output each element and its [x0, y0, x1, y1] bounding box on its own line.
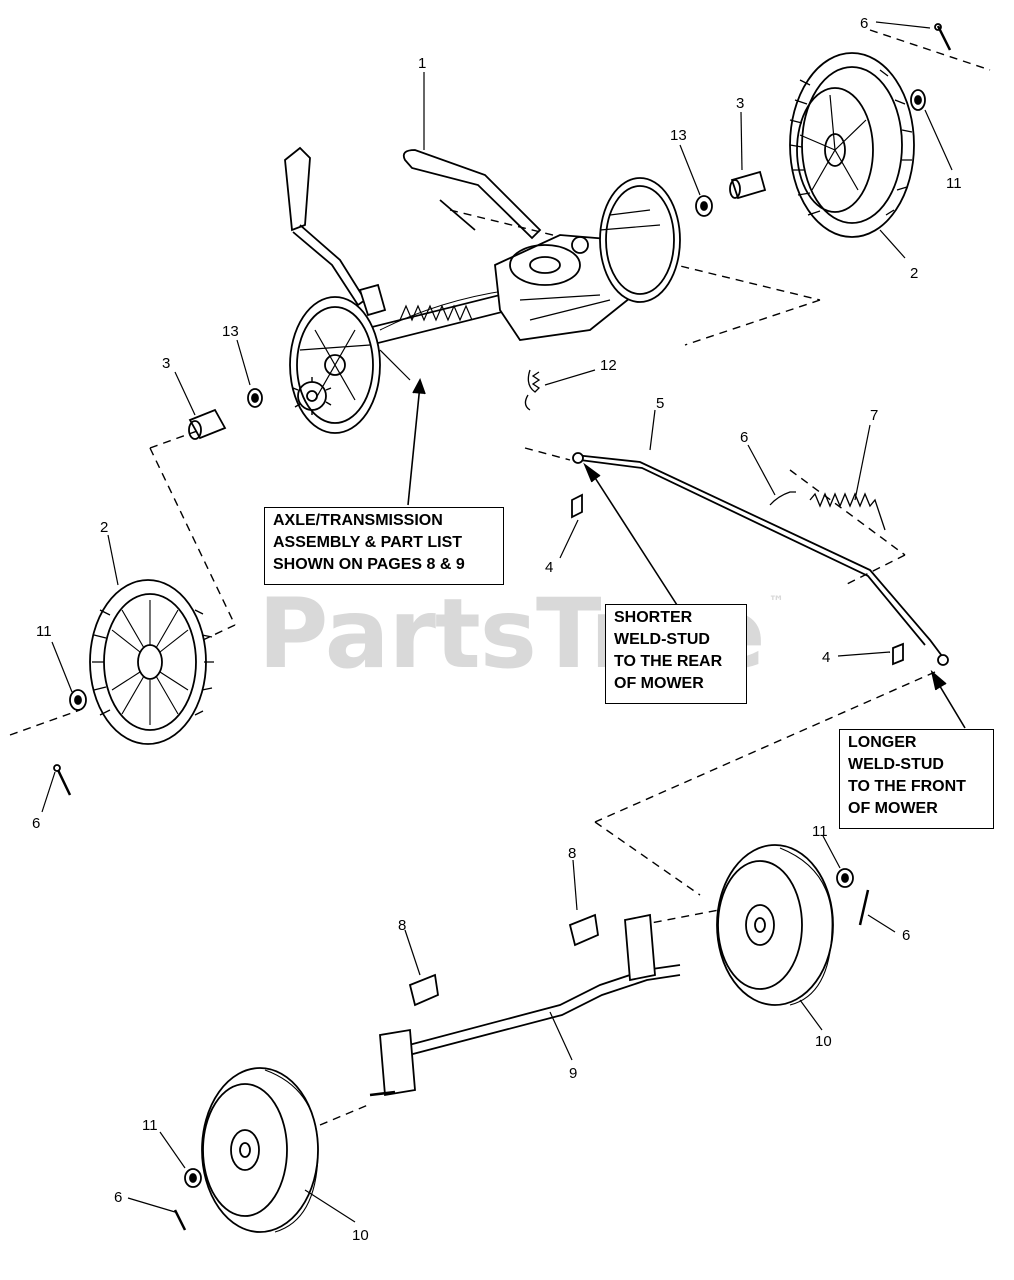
callout-9: 9: [569, 1065, 577, 1082]
note-axle-transmission: AXLE/TRANSMISSION ASSEMBLY & PART LIST S…: [264, 507, 504, 585]
note-line: TO THE REAR: [614, 653, 723, 670]
callout-2-left: 2: [100, 519, 108, 536]
note-longer-weld-stud: LONGER WELD-STUD TO THE FRONT OF MOWER: [839, 729, 994, 829]
note-line: LONGER: [848, 734, 917, 751]
callout-8-left: 8: [398, 917, 406, 934]
callout-6-left: 6: [32, 815, 40, 832]
callout-11-right: 11: [812, 823, 828, 840]
note-line: WELD-STUD: [614, 631, 710, 648]
callout-1: 1: [418, 55, 426, 72]
note-line: TO THE FRONT: [848, 778, 966, 795]
callout-4-right: 4: [822, 649, 830, 666]
callout-5: 5: [656, 395, 664, 412]
right-axle-hardware: [695, 23, 952, 217]
note-shorter-weld-stud: SHORTER WELD-STUD TO THE REAR OF MOWER: [605, 604, 747, 704]
spring-12: [524, 369, 541, 411]
axle-transmission-assembly: [284, 146, 681, 434]
callout-11-left: 11: [36, 623, 52, 640]
callout-6-mid: 6: [740, 429, 748, 446]
rear-wheel-left: [53, 579, 214, 796]
callout-10-bottom: 10: [352, 1227, 369, 1244]
watermark-trademark: ™: [768, 592, 784, 611]
note-line: ASSEMBLY & PART LIST: [273, 534, 463, 551]
callout-3-right: 3: [736, 95, 744, 112]
note-line: OF MOWER: [848, 800, 938, 817]
rear-wheel-right: [789, 52, 915, 238]
callout-7: 7: [870, 407, 878, 424]
note-line: SHORTER: [614, 609, 693, 626]
callout-8-right: 8: [568, 845, 576, 862]
callout-11-bottom: 11: [142, 1117, 158, 1134]
callout-leaders: [41, 21, 953, 1223]
height-adjust-rod: [571, 452, 949, 666]
note-line: OF MOWER: [614, 675, 704, 692]
callout-4-left: 4: [545, 559, 553, 576]
callout-numbers: 1 2 3 6 11 13 12 13 3 5 6 7 4 2 11 6 4 8…: [32, 15, 962, 1244]
callout-13-left: 13: [222, 323, 239, 340]
note-line: SHOWN ON PAGES 8 & 9: [273, 556, 465, 573]
callout-12: 12: [600, 357, 617, 374]
callout-13-right: 13: [670, 127, 687, 144]
note-line: WELD-STUD: [848, 756, 944, 773]
front-wheel-right: [716, 844, 870, 1006]
front-wheel-left: [173, 1067, 319, 1233]
callout-11-top: 11: [946, 175, 962, 192]
callout-6-right: 6: [902, 927, 910, 944]
callout-3-left: 3: [162, 355, 170, 372]
front-axle: [369, 913, 681, 1097]
note-arrows: [407, 378, 966, 729]
callout-2-right: 2: [910, 265, 918, 282]
callout-6-top: 6: [860, 15, 868, 32]
callout-10-right: 10: [815, 1033, 832, 1050]
left-axle-hardware: [188, 388, 263, 440]
callout-6-bottom: 6: [114, 1189, 122, 1206]
note-line: AXLE/TRANSMISSION: [273, 512, 443, 529]
